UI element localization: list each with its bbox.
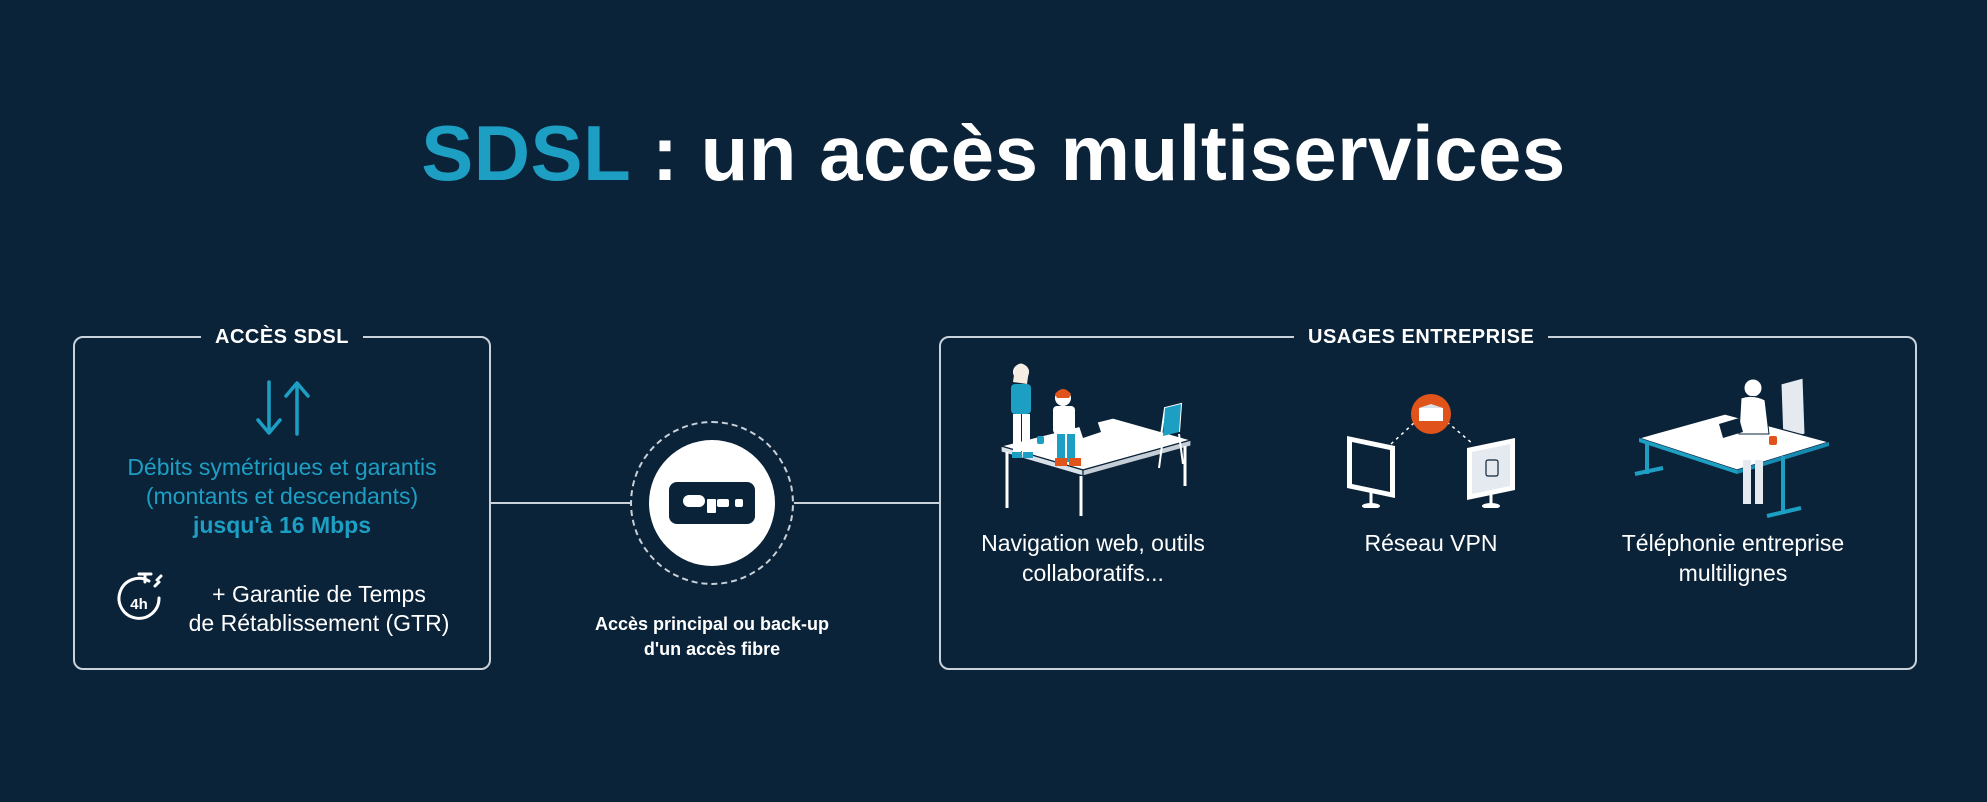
connector-left bbox=[489, 502, 632, 504]
router-hub bbox=[630, 421, 794, 585]
symmetric-arrows-icon bbox=[256, 380, 310, 436]
hub-caption-line-2: d'un accès fibre bbox=[643, 639, 781, 659]
debit-description: Débits symétriques et garantis (montants… bbox=[75, 453, 489, 540]
debit-line-2: (montants et descendants) bbox=[145, 483, 419, 509]
enterprise-usages-box: USAGES ENTREPRISE bbox=[939, 325, 1917, 670]
page-title: SDSL : un accès multiservices bbox=[0, 108, 1987, 199]
hub-caption: Accès principal ou back-up d'un accès fi… bbox=[560, 612, 864, 662]
title-rest: : un accès multiservices bbox=[629, 109, 1566, 197]
usage-web-line-1: Navigation web, outils bbox=[981, 530, 1205, 556]
telephony-illustration bbox=[1634, 377, 1832, 518]
usage-telephony-line-1: Téléphonie entreprise bbox=[1621, 530, 1845, 556]
hub-caption-line-1: Accès principal ou back-up bbox=[594, 614, 830, 634]
title-accent: SDSL bbox=[421, 109, 630, 197]
usage-web-line-2: collaboratifs... bbox=[1022, 560, 1164, 586]
debit-line-1: Débits symétriques et garantis bbox=[127, 454, 437, 480]
usage-telephony-line-2: multilignes bbox=[1678, 560, 1788, 586]
router-icon bbox=[669, 482, 755, 524]
gtr-line-2: de Rétablissement (GTR) bbox=[188, 610, 450, 636]
gtr-icon-label: 4h bbox=[130, 596, 148, 613]
gtr-description: + Garantie de Temps de Rétablissement (G… bbox=[159, 580, 479, 638]
sdsl-access-box: ACCÈS SDSL Débits symétriques et garanti… bbox=[73, 325, 491, 670]
usages-box-label: USAGES ENTREPRISE bbox=[1294, 325, 1549, 349]
router-hub-disc bbox=[649, 440, 775, 566]
gtr-line-1: + Garantie de Temps bbox=[212, 581, 426, 607]
usage-item-vpn: Réseau VPN bbox=[1279, 528, 1583, 558]
usage-vpn-line-1: Réseau VPN bbox=[1364, 530, 1498, 556]
office-collaboration-illustration bbox=[998, 363, 1193, 516]
stopwatch-icon: 4h bbox=[117, 572, 163, 620]
connector-right bbox=[794, 502, 941, 504]
debit-speed: jusqu'à 16 Mbps bbox=[192, 512, 371, 538]
usage-item-telephony: Téléphonie entreprise multilignes bbox=[1581, 528, 1885, 588]
vpn-network-illustration bbox=[1347, 394, 1515, 508]
usage-item-web: Navigation web, outils collaboratifs... bbox=[941, 528, 1245, 588]
sdsl-box-label: ACCÈS SDSL bbox=[201, 325, 363, 349]
